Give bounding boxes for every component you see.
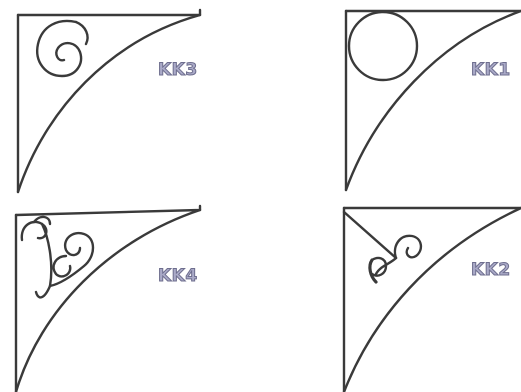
- bracket-kk3: [16, 8, 202, 194]
- bracket-kk4-frame: [14, 204, 202, 392]
- bracket-kk1-ring: [347, 10, 419, 82]
- bracket-kk3-frame: [16, 8, 202, 194]
- bracket-kk2-diagonal-brace: [342, 210, 398, 260]
- model-label-kk3: KK3: [158, 60, 198, 80]
- bracket-kk4-heart-scroll: [20, 215, 95, 299]
- bracket-kk2-scroll: [368, 234, 423, 284]
- model-label-kk1: KK1: [471, 60, 511, 80]
- model-label-kk2: KK2: [471, 260, 511, 280]
- bracket-kk4: [14, 204, 202, 392]
- bracket-kk3-spiral: [36, 19, 89, 78]
- bracket-kk1-frame: [344, 9, 521, 192]
- bracket-kk2-frame: [342, 206, 521, 392]
- bracket-kk1: [344, 9, 521, 192]
- bracket-kk2: [342, 206, 521, 392]
- model-label-kk4: KK4: [158, 266, 198, 286]
